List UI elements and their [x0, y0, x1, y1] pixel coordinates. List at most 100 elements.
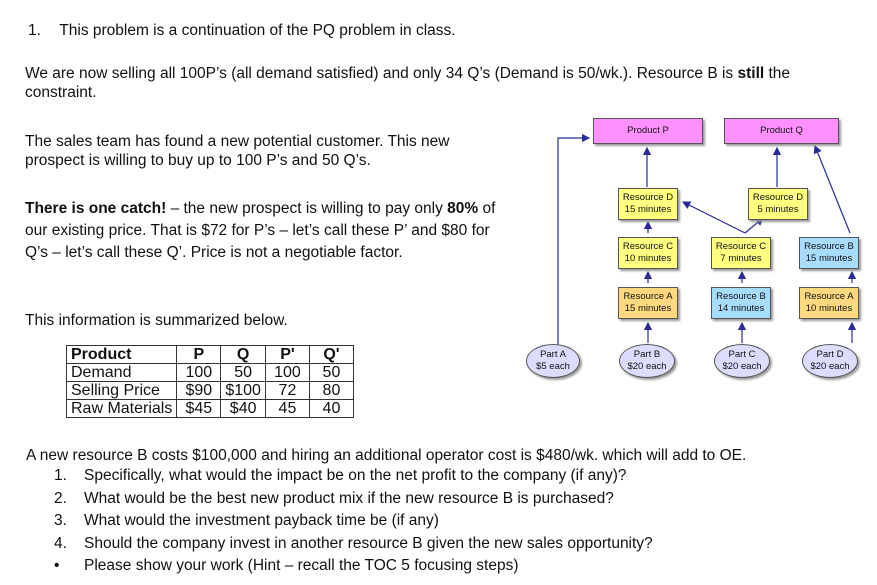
table-cell: 72: [264, 381, 310, 400]
table-row-label: Raw Materials: [65, 399, 178, 418]
part-a-oval: Part A$5 each: [526, 344, 580, 378]
problem-number: 1.: [28, 22, 41, 39]
investment-paragraph: A new resource B costs $100,000 and hiri…: [26, 447, 747, 464]
summary-line: This information is summarized below.: [25, 312, 288, 329]
table-cell: 50: [220, 363, 266, 382]
question-number: 1.: [54, 467, 67, 484]
catch-emphasis: There is one catch!: [25, 200, 167, 217]
table-cell: P: [176, 345, 222, 364]
prospect-paragraph: The sales team has found a new potential…: [25, 133, 450, 169]
resource-a1-name: Resource A: [623, 291, 673, 302]
table-cell: 100: [264, 363, 310, 382]
part-c-cost: $20 each: [722, 361, 762, 372]
question-text: Please show your work (Hint – recall the…: [84, 557, 519, 574]
resource-b1-name: Resource B: [804, 241, 854, 252]
arrow-c2-to-d1: [681, 201, 746, 234]
question-item: 4.Should the company invest in another r…: [54, 533, 653, 556]
resource-c1-name: Resource C: [622, 241, 674, 252]
question-text: Specifically, what would the impact be o…: [84, 467, 627, 484]
resource-d2-name: Resource D: [752, 192, 804, 203]
question-number: •: [54, 557, 60, 574]
resource-b2-time: 14 minutes: [717, 303, 765, 314]
question-text: What would the investment payback time b…: [84, 512, 439, 529]
table-cell: $40: [220, 399, 266, 418]
table-cell: 50: [308, 363, 354, 382]
table-row-label: Product: [65, 345, 178, 364]
question-number: 2.: [54, 489, 67, 507]
table-cell: 100: [176, 363, 222, 382]
context-paragraph: We are now selling all 100P’s (all deman…: [25, 64, 855, 102]
table-row-label: Demand: [65, 363, 178, 382]
part-c-oval: Part C$20 each: [714, 344, 770, 378]
resource-d2-time: 5 minutes: [757, 204, 799, 215]
part-a-name: Part A: [540, 349, 566, 360]
resource-c2-time: 7 minutes: [720, 253, 762, 264]
context-text: We are now selling all 100P’s (all deman…: [25, 65, 738, 82]
arrow-c2-to-d2: [744, 217, 764, 234]
part-b-name: Part B: [633, 349, 661, 360]
resource-c1-time: 10 minutes: [624, 253, 672, 264]
part-d-oval: Part D$20 each: [802, 344, 858, 378]
problem-heading: 1. This problem is a continuation of the…: [28, 21, 456, 40]
resource-c2-name: Resource C: [715, 241, 767, 252]
question-item: 1. Specifically, what would the impact be…: [54, 465, 653, 488]
part-b-cost: $20 each: [627, 361, 667, 372]
diagram-arrows: [557, 133, 857, 348]
resource-a2-time: 10 minutes: [805, 303, 853, 314]
product-p-box: Product P: [593, 118, 703, 144]
question-text: What would be the best new product mix i…: [84, 489, 614, 507]
part-d-name: Part D: [816, 349, 844, 360]
part-b-oval: Part B$20 each: [619, 344, 675, 378]
question-number: 4.: [54, 534, 67, 552]
table-cell: 80: [308, 381, 354, 400]
product-q-label: Product Q: [760, 125, 803, 136]
catch-paragraph: There is one catch! – the new prospect i…: [25, 198, 510, 264]
arrow-b1-to-q: [813, 144, 851, 234]
table-cell: Q: [220, 345, 266, 364]
resource-d1-name: Resource D: [622, 192, 674, 203]
catch-text: – the new prospect is willing to pay onl…: [166, 200, 448, 217]
table-cell: P': [264, 345, 310, 364]
resource-a1-time: 15 minutes: [624, 303, 672, 314]
table-row-label: Selling Price: [65, 381, 178, 400]
resource-a2-name: Resource A: [804, 291, 854, 302]
question-item: 2. What would be the best new product mix…: [54, 488, 653, 511]
table-cell: $100: [220, 381, 266, 400]
resource-d1-time: 15 minutes: [624, 204, 672, 215]
catch-text-end: of our existing price. That is $72 for P…: [25, 200, 496, 261]
context-text-end: the constraint.: [25, 65, 791, 101]
question-number: 3.: [54, 512, 67, 529]
question-list: 1. Specifically, what would the impact be…: [54, 465, 653, 578]
table-cell: 45: [264, 399, 310, 418]
arrow-parta-to-p: [557, 133, 591, 348]
table-cell: $45: [176, 399, 222, 418]
problem-intro-text: This problem is a continuation of the PQ…: [59, 22, 456, 39]
resource-b2-name: Resource B: [716, 291, 766, 302]
question-item: • Please show your work (Hint – recall th…: [54, 555, 653, 578]
part-a-cost: $5 each: [536, 361, 570, 372]
table-cell: Q': [308, 345, 354, 364]
part-c-name: Part C: [728, 349, 756, 360]
question-item: 3. What would the investment payback time…: [54, 510, 653, 533]
table-cell: $90: [176, 381, 222, 400]
percent-emphasis: 80%: [447, 200, 479, 217]
part-d-cost: $20 each: [810, 361, 850, 372]
resource-b1-time: 15 minutes: [805, 253, 853, 264]
product-p-label: Product P: [627, 125, 669, 136]
product-q-box: Product Q: [724, 118, 839, 144]
context-emphasis: still: [737, 65, 765, 82]
